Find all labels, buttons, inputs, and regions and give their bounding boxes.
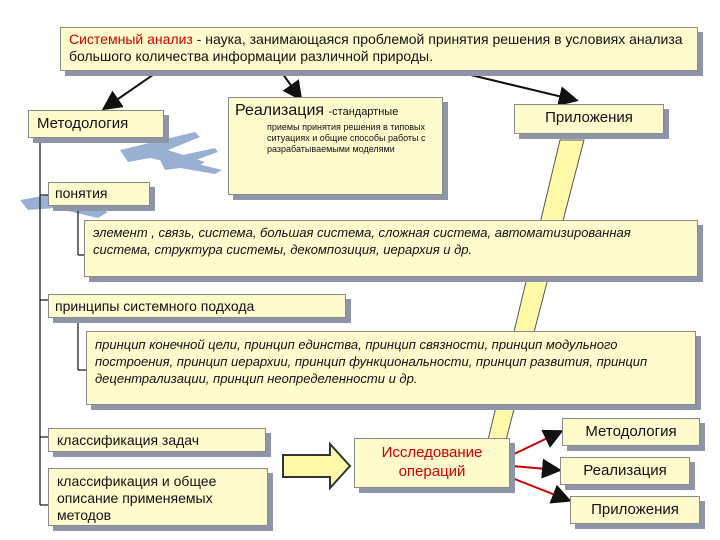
arrow-to-right-methodology [511, 429, 564, 456]
methodology-box: Методология [28, 110, 164, 138]
title-definition: - наука, занимающаяся проблемой принятия… [69, 31, 683, 64]
arrow-to-right-applications [511, 477, 572, 504]
block-arrow [282, 441, 352, 491]
concepts-label: понятия [55, 185, 108, 201]
arrow-to-right-realization [511, 458, 562, 479]
method-classification-label: классификация и общее описание применяем… [57, 473, 217, 523]
method-classification-box: классификация и общее описание применяем… [48, 468, 268, 526]
methodology-label: Методология [37, 115, 129, 132]
right-methodology-label: Методология [585, 423, 677, 440]
title-term: Системный анализ [69, 31, 193, 47]
realization-box: Реализация -стандартные приемы принятия … [228, 97, 443, 195]
concepts-label-box: понятия [48, 182, 150, 206]
realization-suffix: -стандартные [328, 106, 399, 118]
title-box: Системный анализ - наука, занимающаяся п… [60, 27, 698, 71]
principles-label: принципы системного подхода [55, 298, 255, 314]
realization-body: приемы принятия решения в типовых ситуац… [267, 122, 426, 154]
arrow-to-realization [279, 69, 303, 102]
right-applications-box: Приложения [570, 496, 700, 524]
task-classification-label: классификация задач [57, 432, 200, 448]
concepts-body: элемент , связь, система, большая систем… [93, 225, 631, 257]
right-applications-label: Приложения [591, 501, 679, 518]
arrow-to-methodology [101, 69, 161, 111]
right-realization-label: Реализация [583, 462, 667, 479]
operations-research-box: Исследование операций [354, 438, 510, 488]
principles-body: принцип конечной цели, принцип единства,… [95, 337, 648, 386]
concepts-box: элемент , связь, система, большая систем… [84, 220, 698, 277]
applications-box: Приложения [514, 104, 664, 134]
right-realization-box: Реализация [560, 457, 690, 485]
right-methodology-box: Методология [562, 418, 700, 446]
applications-label: Приложения [545, 109, 633, 126]
task-classification-box: классификация задач [48, 428, 266, 452]
principles-box: принцип конечной цели, принцип единства,… [86, 331, 696, 405]
operations-research-label: Исследование операций [381, 444, 483, 480]
realization-title: Реализация [235, 102, 325, 119]
arrow-to-applications [449, 69, 579, 106]
principles-label-box: принципы системного подхода [48, 294, 346, 318]
